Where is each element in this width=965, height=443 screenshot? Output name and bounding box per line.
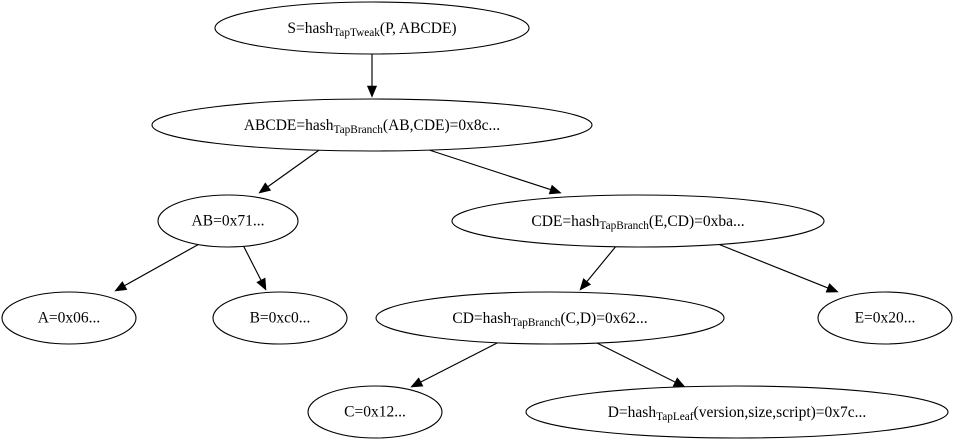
node-ellipse-d[interactable] <box>525 385 949 439</box>
node-a[interactable]: A=0x06... <box>1 291 137 345</box>
edge-arrowhead <box>258 182 272 194</box>
edge-line <box>590 339 676 383</box>
edge-abcde-to-ab <box>258 147 323 194</box>
node-cd[interactable]: CD=hashTapBranch(C,D)=0x62... <box>375 291 725 345</box>
edge-s-to-abcde <box>366 54 378 98</box>
edge-ab-to-a <box>114 242 202 292</box>
edge-abcde-to-cde <box>422 147 562 195</box>
node-c[interactable]: C=0x12... <box>307 385 443 439</box>
node-ellipse-c[interactable] <box>307 385 443 439</box>
node-cde[interactable]: CDE=hashTapBranch(E,CD)=0xba... <box>451 194 825 248</box>
node-label-c: C=0x12... <box>344 404 406 421</box>
edge-arrowhead <box>579 278 592 291</box>
node-ellipse-b[interactable] <box>212 291 348 345</box>
node-label-abcde: ABCDE=hashTapBranch(AB,CDE)=0x8c... <box>244 117 500 136</box>
edge-arrowhead <box>548 184 562 195</box>
edge-line <box>124 242 202 287</box>
node-d[interactable]: D=hashTapLeaf(version,size,script)=0x7c.… <box>525 385 949 439</box>
edge-cde-to-e <box>712 241 839 293</box>
node-ab[interactable]: AB=0x71... <box>157 194 299 248</box>
edge-arrowhead <box>672 377 686 388</box>
node-label-b: B=0xc0... <box>250 310 311 327</box>
edge-line <box>242 244 262 281</box>
node-label-s: S=hashTapTweak(P, ABCDE) <box>287 20 456 39</box>
node-s[interactable]: S=hashTapTweak(P, ABCDE) <box>214 1 530 55</box>
edge-line <box>420 339 504 383</box>
nodes-layer: S=hashTapTweak(P, ABCDE) ABCDE=hashTapBra… <box>1 1 953 439</box>
node-ellipse-ab[interactable] <box>157 194 299 248</box>
node-abcde[interactable]: ABCDE=hashTapBranch(AB,CDE)=0x8c... <box>151 98 593 152</box>
edge-line <box>422 147 551 191</box>
node-label-d: D=hashTapLeaf(version,size,script)=0x7c.… <box>608 404 867 423</box>
node-label-e: E=0x20... <box>855 310 916 327</box>
edge-arrowhead <box>256 277 267 291</box>
node-label-cd: CD=hashTapBranch(C,D)=0x62... <box>452 310 647 329</box>
edge-cd-to-d <box>590 339 686 388</box>
node-label-cde: CDE=hashTapBranch(E,CD)=0xba... <box>531 213 744 232</box>
node-b[interactable]: B=0xc0... <box>212 291 348 345</box>
node-ellipse-s[interactable] <box>214 1 530 55</box>
edge-arrowhead <box>114 281 128 292</box>
edge-line <box>712 241 829 289</box>
edges-layer <box>114 54 839 388</box>
node-ellipse-cde[interactable] <box>451 194 825 248</box>
node-ellipse-a[interactable] <box>1 291 137 345</box>
node-e[interactable]: E=0x20... <box>817 291 953 345</box>
node-label-a: A=0x06... <box>38 310 101 327</box>
edge-line <box>586 244 618 282</box>
edge-line <box>267 147 323 188</box>
node-ellipse-e[interactable] <box>817 291 953 345</box>
edge-arrowhead <box>825 283 839 293</box>
node-ellipse-cd[interactable] <box>375 291 725 345</box>
node-ellipse-abcde[interactable] <box>151 98 593 152</box>
edge-arrowhead <box>410 377 424 388</box>
edge-arrowhead <box>366 85 378 98</box>
edge-ab-to-b <box>242 244 267 291</box>
edge-cde-to-cd <box>579 244 618 291</box>
edge-cd-to-c <box>410 339 504 388</box>
node-label-ab: AB=0x71... <box>192 213 265 230</box>
